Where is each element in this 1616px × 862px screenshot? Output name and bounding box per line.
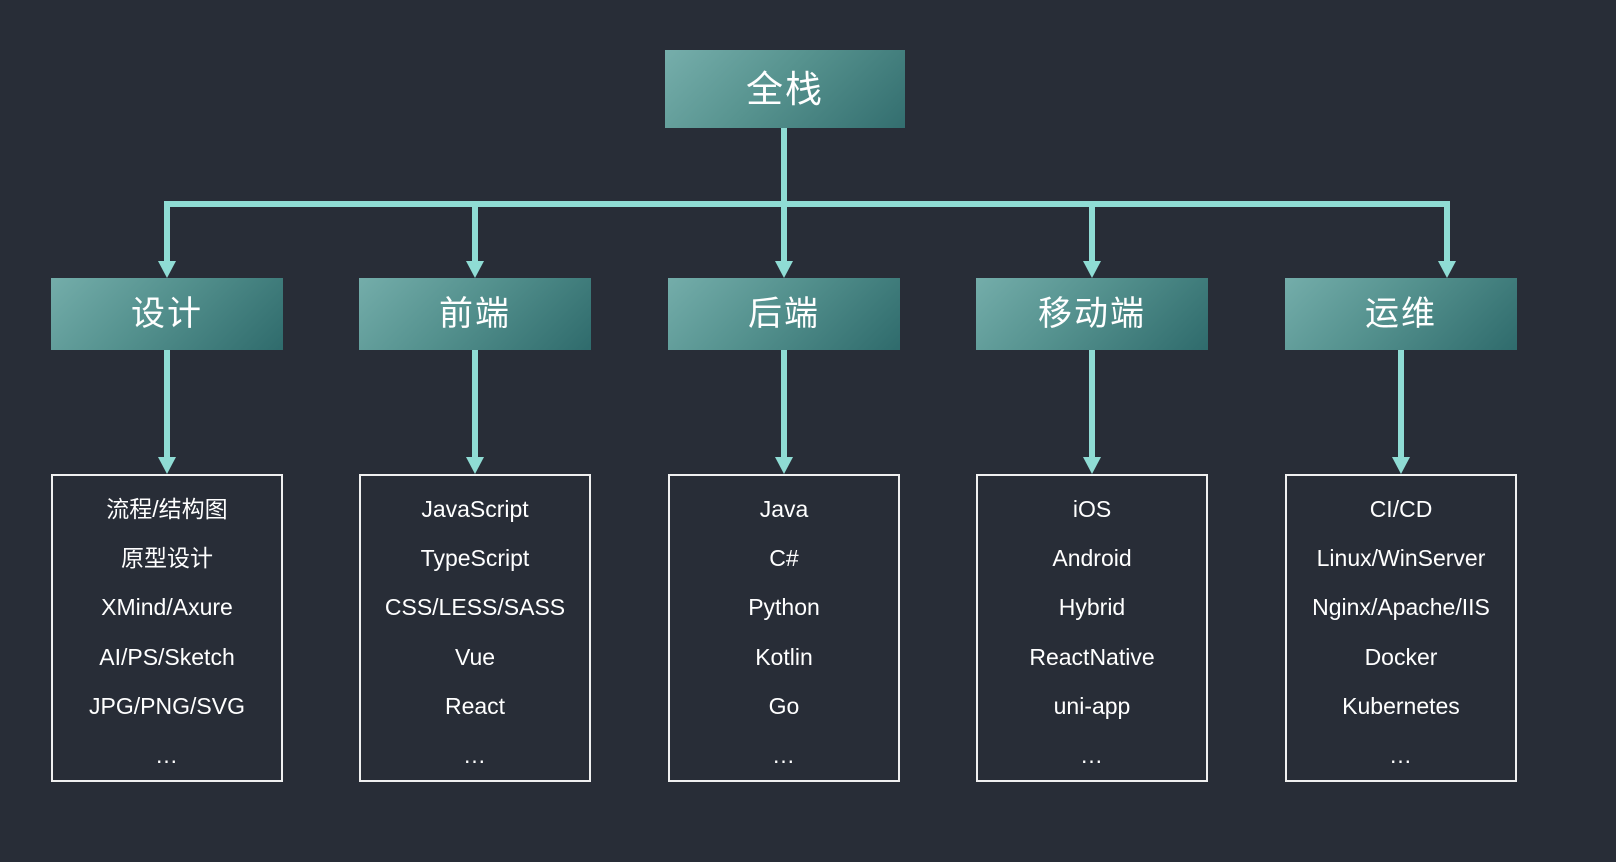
leaf-box-mobile: iOS Android Hybrid ReactNative uni-app …: [976, 474, 1208, 782]
leaf-item: ReactNative: [1029, 643, 1155, 670]
category-node-backend[interactable]: 后端: [668, 278, 900, 350]
root-node[interactable]: 全栈: [665, 50, 905, 128]
leaf-item-more: …: [463, 741, 487, 768]
leaf-item: JPG/PNG/SVG: [89, 692, 245, 719]
root-stem: [781, 128, 787, 207]
leaf-stem-0: [164, 350, 170, 457]
category-node-devops[interactable]: 运维: [1285, 278, 1517, 350]
arrowhead-2: [775, 261, 793, 278]
category-node-frontend[interactable]: 前端: [359, 278, 591, 350]
leaf-stem-3: [1089, 350, 1095, 457]
leaf-item: Go: [768, 692, 800, 719]
leaf-item: TypeScript: [420, 545, 530, 572]
leaf-arrowhead-4: [1392, 457, 1410, 474]
leaf-item: Nginx/Apache/IIS: [1312, 594, 1490, 621]
drop-stem-2: [781, 201, 787, 261]
leaf-item: 流程/结构图: [106, 496, 228, 523]
drop-stem-0: [164, 201, 170, 261]
leaf-box-devops: CI/CD Linux/WinServer Nginx/Apache/IIS D…: [1285, 474, 1517, 782]
leaf-arrowhead-1: [466, 457, 484, 474]
leaf-item: Vue: [454, 643, 496, 670]
arrowhead-0: [158, 261, 176, 278]
arrowhead-1: [466, 261, 484, 278]
leaf-item-more: …: [155, 741, 179, 768]
leaf-item: Python: [748, 594, 820, 621]
leaf-item: React: [444, 692, 506, 719]
leaf-item: CSS/LESS/SASS: [384, 594, 566, 621]
category-node-label: 前端: [439, 295, 511, 333]
leaf-stem-1: [472, 350, 478, 457]
leaf-item: iOS: [1072, 496, 1112, 523]
leaf-item: Kotlin: [755, 643, 813, 670]
category-node-mobile[interactable]: 移动端: [976, 278, 1208, 350]
leaf-item: Android: [1052, 545, 1132, 572]
root-node-label: 全栈: [746, 68, 824, 110]
leaf-arrowhead-0: [158, 457, 176, 474]
leaf-item: XMind/Axure: [101, 594, 233, 621]
leaf-box-backend: Java C# Python Kotlin Go …: [668, 474, 900, 782]
leaf-arrowhead-2: [775, 457, 793, 474]
drop-stem-1: [472, 201, 478, 261]
category-node-label: 设计: [131, 295, 203, 333]
leaf-item: Docker: [1364, 643, 1438, 670]
category-node-label: 运维: [1365, 295, 1437, 333]
leaf-item: C#: [769, 545, 799, 572]
category-node-label: 移动端: [1038, 295, 1146, 333]
leaf-item: Kubernetes: [1342, 692, 1460, 719]
arrowhead-3: [1083, 261, 1101, 278]
leaf-arrowhead-3: [1083, 457, 1101, 474]
leaf-box-frontend: JavaScript TypeScript CSS/LESS/SASS Vue …: [359, 474, 591, 782]
category-node-label: 后端: [748, 295, 820, 333]
leaf-item: Hybrid: [1058, 594, 1126, 621]
leaf-stem-2: [781, 350, 787, 457]
leaf-stem-4: [1398, 350, 1404, 457]
leaf-item-more: …: [1080, 741, 1104, 768]
drop-stem-4: [1444, 201, 1450, 261]
drop-stem-3: [1089, 201, 1095, 261]
leaf-item-more: …: [772, 741, 796, 768]
category-node-design[interactable]: 设计: [51, 278, 283, 350]
leaf-item: Java: [759, 496, 809, 523]
leaf-item: uni-app: [1053, 692, 1131, 719]
leaf-item: AI/PS/Sketch: [99, 643, 235, 670]
leaf-box-design: 流程/结构图 原型设计 XMind/Axure AI/PS/Sketch JPG…: [51, 474, 283, 782]
bus-line: [165, 201, 1450, 207]
leaf-item: 原型设计: [121, 545, 213, 572]
leaf-item: CI/CD: [1369, 496, 1433, 523]
leaf-item-more: …: [1389, 741, 1413, 768]
arrowhead-4: [1438, 261, 1456, 278]
leaf-item: JavaScript: [421, 496, 529, 523]
leaf-item: Linux/WinServer: [1316, 545, 1486, 572]
